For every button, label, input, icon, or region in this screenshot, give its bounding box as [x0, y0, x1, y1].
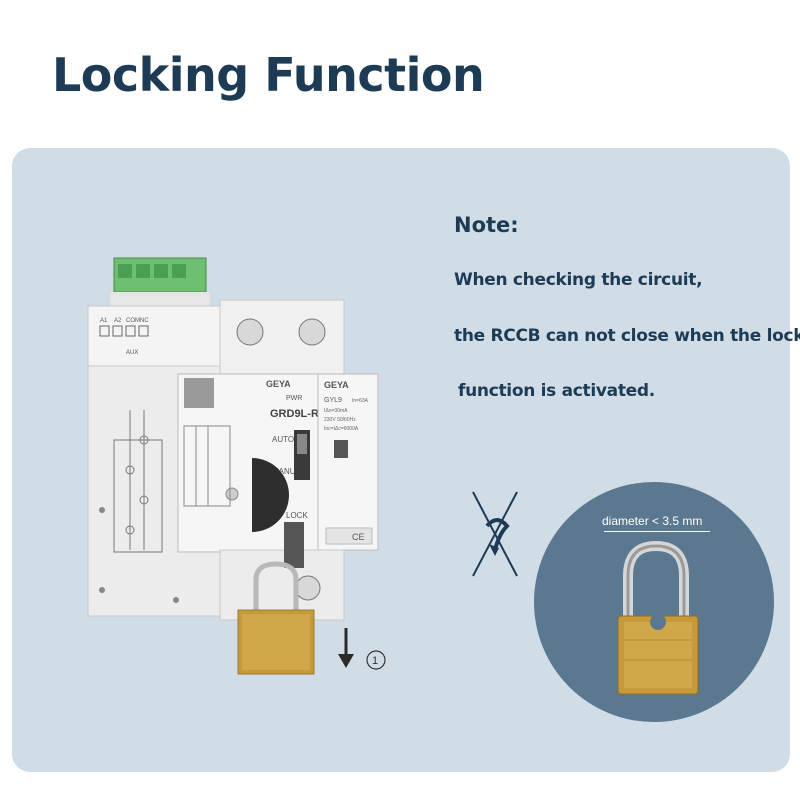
rccb-device-illustration: A1 A2 COM NC AUX GEYA PWR GRD9L-R AUTO M… — [87, 257, 386, 675]
svg-text:CE: CE — [352, 532, 365, 542]
model-label: GRD9L-R — [270, 408, 319, 420]
terminal-label-a1: A1 — [100, 318, 108, 324]
step-marker: 1 — [372, 655, 378, 667]
note-line-1: When checking the circuit, — [454, 270, 703, 290]
aux-label: AUX — [126, 350, 138, 356]
manu-label: MANU — [272, 467, 296, 476]
no-lock-icon — [472, 491, 518, 577]
note-heading: Note: — [454, 213, 519, 237]
note-line-2: the RCCB can not close when the lock — [454, 326, 800, 346]
padlock-diameter-label: diameter < 3.5 mm — [602, 514, 703, 528]
rccb-spec-1: IΔn=30mA — [324, 408, 348, 414]
rccb-spec-0: In=63A — [352, 398, 369, 404]
auto-label: AUTO — [272, 435, 294, 444]
rccb-model-label: GYL9 — [324, 397, 342, 404]
padlock-icon — [617, 540, 699, 695]
rccb-spec-3: Inc=IΔc=6000A — [324, 426, 359, 432]
terminal-label-nc: NC — [140, 318, 149, 324]
brand-label: GEYA — [266, 379, 291, 389]
arrow-down-icon — [338, 628, 354, 668]
terminal-label-com: COM — [126, 318, 140, 324]
diameter-underline — [604, 531, 710, 532]
page-title: Locking Function — [52, 48, 485, 102]
rccb-brand-label: GEYA — [324, 380, 349, 390]
pwr-label: PWR — [286, 395, 302, 402]
lock-label: LOCK — [286, 511, 308, 520]
rccb-spec-2: 230V 50/60Hz — [324, 417, 356, 423]
terminal-label-a2: A2 — [114, 318, 122, 324]
note-line-3: function is activated. — [458, 381, 655, 401]
